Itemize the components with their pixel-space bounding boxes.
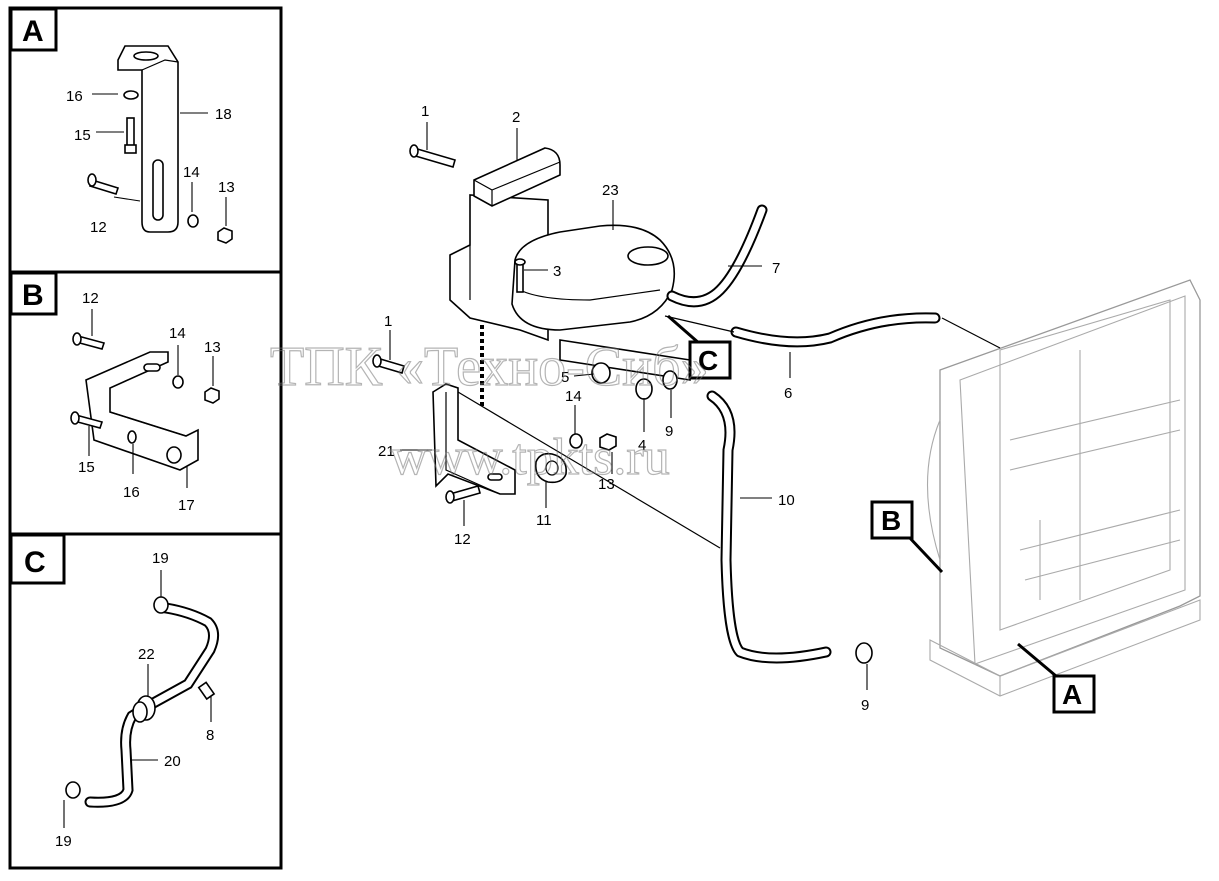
washer-14-main: [569, 433, 583, 449]
label-main-6: 6: [784, 385, 792, 402]
label-main-13: 13: [598, 476, 615, 493]
clamp-19-bottom: [65, 781, 81, 799]
label-main-5: 5: [561, 369, 569, 386]
panel-b-tag: [9, 271, 58, 316]
label-b-12: 12: [82, 290, 99, 307]
label-main-1-top: 1: [421, 103, 429, 120]
main-leaders: [389, 122, 1057, 690]
nut-13-b: [204, 387, 220, 404]
label-main-7: 7: [772, 260, 780, 277]
label-b-14: 14: [169, 325, 186, 342]
label-a-14: 14: [183, 164, 200, 181]
panel-c-frame: [8, 532, 283, 870]
label-c-20: 20: [164, 753, 181, 770]
watermark-url: www.tpkts.ru: [390, 429, 670, 486]
label-main-23: 23: [602, 182, 619, 199]
radiator-frame: [939, 279, 1201, 677]
washer-14-a: [187, 214, 199, 228]
label-main-9-bottom: 9: [861, 697, 869, 714]
callout-boxes: C B A: [688, 340, 1096, 714]
callout-b-letter: B: [881, 505, 901, 536]
label-b-17: 17: [178, 497, 195, 514]
bolt-15: [126, 117, 135, 147]
tank-outlet-pipe: [559, 339, 691, 381]
washer-14-b: [172, 375, 184, 389]
callout-c-box: [688, 340, 732, 380]
hose-7: [666, 204, 768, 308]
label-c-19-top: 19: [152, 550, 169, 567]
panel-frames: A B C: [8, 6, 283, 870]
label-main-4: 4: [638, 437, 646, 454]
expansion-tank-23: [511, 224, 676, 331]
clamp-19-top: [153, 596, 169, 614]
label-b-13: 13: [204, 339, 221, 356]
panel-a-drawing: [87, 45, 233, 244]
callout-b-box: [870, 500, 914, 540]
label-main-3: 3: [553, 263, 561, 280]
callout-a-letter: A: [1062, 679, 1082, 710]
callout-c-letter: C: [698, 345, 718, 376]
panel-b-letter: B: [22, 279, 44, 312]
clamp-9-mid: [662, 370, 678, 390]
bracket-17-hole: [166, 446, 182, 464]
label-main-1-mid: 1: [384, 313, 392, 330]
bracket-top-hole: [133, 51, 159, 61]
panel-c-drawing: [63, 570, 219, 828]
label-a-13: 13: [218, 179, 235, 196]
main-assembly: [372, 144, 1001, 664]
label-c-19-bottom: 19: [55, 833, 72, 850]
label-main-10: 10: [778, 492, 795, 509]
radiator-assembly: [927, 279, 1201, 697]
label-main-11: 11: [536, 512, 552, 529]
label-main-14: 14: [565, 388, 582, 405]
label-main-21: 21: [378, 443, 395, 460]
bolt-3: [516, 261, 524, 293]
panel-c-tag: [9, 533, 66, 585]
label-c-8: 8: [206, 727, 214, 744]
panel-a-tag: [9, 7, 58, 52]
label-main-12: 12: [454, 531, 471, 548]
watermark-company: ТПК «Техно-Сиб»: [270, 336, 709, 398]
panel-a-letter: A: [22, 15, 44, 48]
bracket-17-slot: [143, 363, 161, 372]
clamp-9-bottom: [855, 642, 873, 664]
panel-b-drawing: [70, 309, 220, 488]
label-a-15: 15: [74, 127, 91, 144]
callout-a-box: [1052, 674, 1096, 714]
nut-13-a: [217, 227, 233, 244]
bracket-slot: [152, 159, 164, 221]
label-a-16: 16: [66, 88, 83, 105]
tank-cap: [627, 246, 669, 266]
washer-5: [591, 362, 611, 384]
label-main-9-mid: 9: [665, 423, 673, 440]
label-c-22: 22: [138, 646, 155, 663]
nut-13-main: [599, 433, 617, 451]
label-main-2: 2: [512, 109, 520, 126]
plug-8: [197, 681, 216, 701]
bracket-21: [432, 383, 516, 495]
washer-16: [123, 90, 139, 100]
label-b-16: 16: [123, 484, 140, 501]
washer-16-b: [127, 430, 137, 444]
panel-c-letter: C: [24, 546, 46, 579]
label-a-12: 12: [90, 219, 107, 236]
label-a-18: 18: [215, 106, 232, 123]
label-b-15: 15: [78, 459, 95, 476]
cover-2: [473, 147, 561, 207]
